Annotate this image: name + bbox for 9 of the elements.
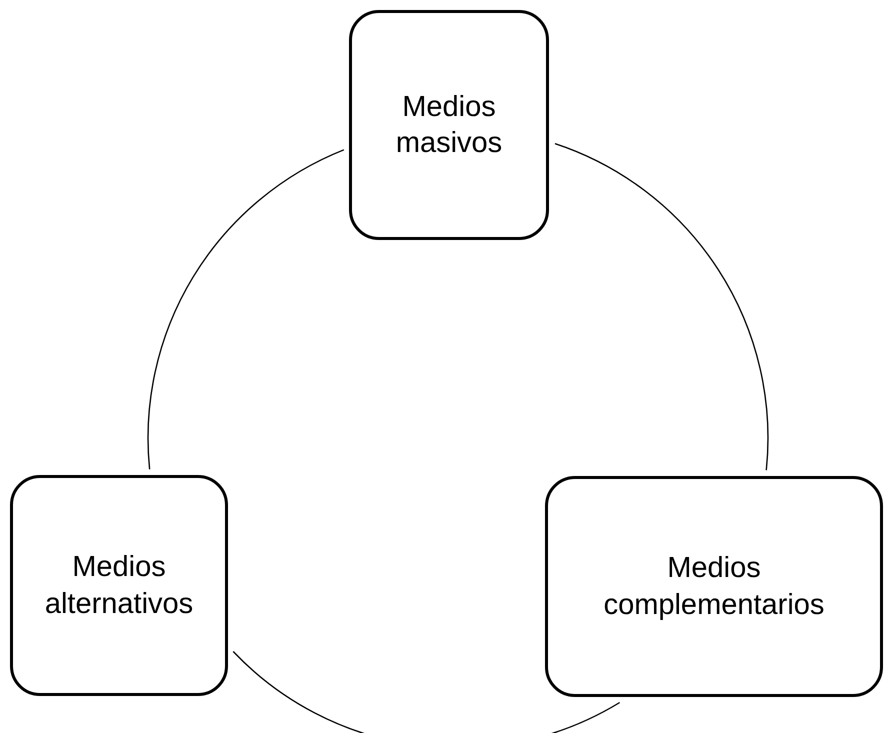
rounded-box [545,476,883,697]
connector-arc [232,651,620,733]
connector-arc [554,143,768,470]
box-label: Medios complementarios [602,551,826,622]
box-label: Medios masivos [394,90,504,161]
rounded-box [349,10,549,240]
box-label: Medios alternativos [44,550,194,622]
connector-arc [148,149,344,470]
rounded-box [10,475,228,696]
